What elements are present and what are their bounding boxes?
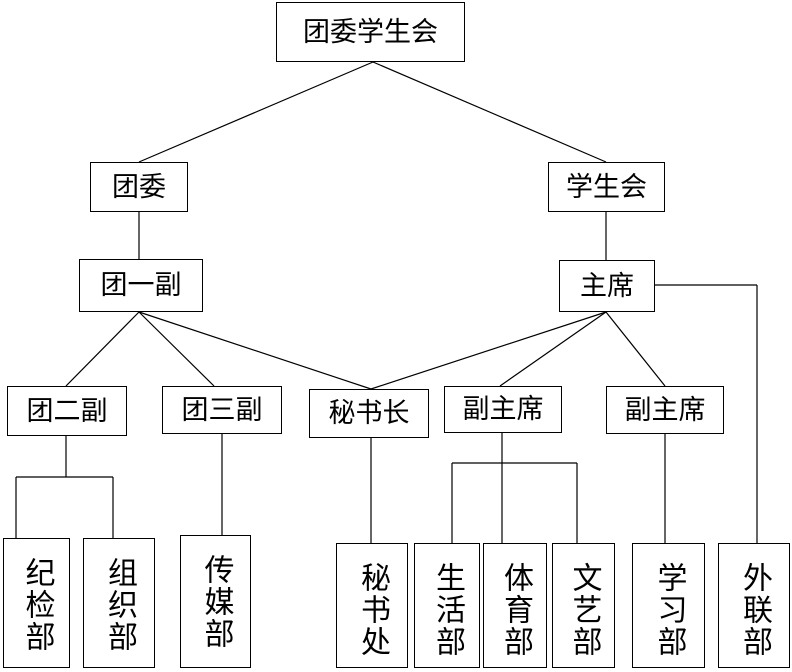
node-wailian-label: 外联部	[737, 562, 772, 658]
node-xueshenghui: 学生会	[548, 162, 665, 212]
edge-tuanyifu-tuanerfu	[65, 311, 140, 387]
node-shenghuo: 生活部	[414, 543, 480, 668]
node-jijian-label: 纪检部	[19, 557, 55, 653]
node-shenghuo-label: 生活部	[430, 562, 465, 658]
node-fuzhuxi-2: 副主席	[606, 386, 724, 434]
edge-zhuxi-fuzhuxi2	[605, 311, 666, 387]
edge-zhuxi-mishuzhang	[370, 311, 607, 390]
node-jijian: 纪检部	[3, 538, 70, 668]
node-mishuzhang: 秘书长	[309, 389, 429, 438]
node-wailian: 外联部	[718, 543, 790, 668]
node-zuzhi: 组织部	[83, 538, 155, 668]
edge-zhuxi-fuzhuxi1	[499, 311, 607, 387]
node-tuan-yi-fu-label: 团一副	[100, 270, 182, 301]
node-tuanwei: 团委	[90, 162, 188, 212]
node-mishuzhang-label: 秘书长	[328, 398, 410, 429]
edge-tuanyifu-tuansanfu	[138, 311, 215, 387]
node-tiyu: 体育部	[483, 543, 547, 668]
node-tuanwei-label: 团委	[112, 171, 166, 203]
node-zhuxi-label: 主席	[580, 270, 634, 302]
edge-tuanyifu-mishuzhang	[138, 311, 372, 390]
node-root: 团委学生会	[276, 2, 465, 62]
node-mishuchu-label: 秘书处	[355, 562, 390, 658]
node-tuan-yi-fu: 团一副	[79, 259, 203, 312]
edge-root-xueshenghui	[372, 61, 607, 163]
node-wenyi-label: 文艺部	[566, 562, 602, 658]
node-tiyu-label: 体育部	[498, 562, 533, 658]
node-fuzhuxi-1: 副主席	[444, 386, 562, 433]
node-fuzhuxi-2-label: 副主席	[624, 394, 706, 426]
node-zhuxi: 主席	[559, 260, 655, 312]
node-tuan-er-fu: 团二副	[7, 386, 127, 436]
node-root-label: 团委学生会	[303, 16, 438, 48]
node-wenyi: 文艺部	[552, 543, 615, 668]
node-mishuchu: 秘书处	[336, 543, 408, 668]
node-fuzhuxi-1-label: 副主席	[462, 394, 544, 425]
node-xueshenghui-label: 学生会	[566, 171, 647, 203]
edge-root-tuanwei	[138, 61, 374, 163]
node-tuan-er-fu-label: 团二副	[26, 395, 108, 427]
node-xuexi-label: 学习部	[651, 562, 687, 658]
node-tuan-san-fu-label: 团三副	[181, 394, 263, 426]
node-chuanmei-label: 传媒部	[198, 554, 234, 650]
node-zuzhi-label: 组织部	[102, 557, 137, 653]
node-tuan-san-fu: 团三副	[162, 386, 282, 434]
node-xuexi: 学习部	[632, 543, 705, 668]
node-chuanmei: 传媒部	[180, 535, 251, 668]
